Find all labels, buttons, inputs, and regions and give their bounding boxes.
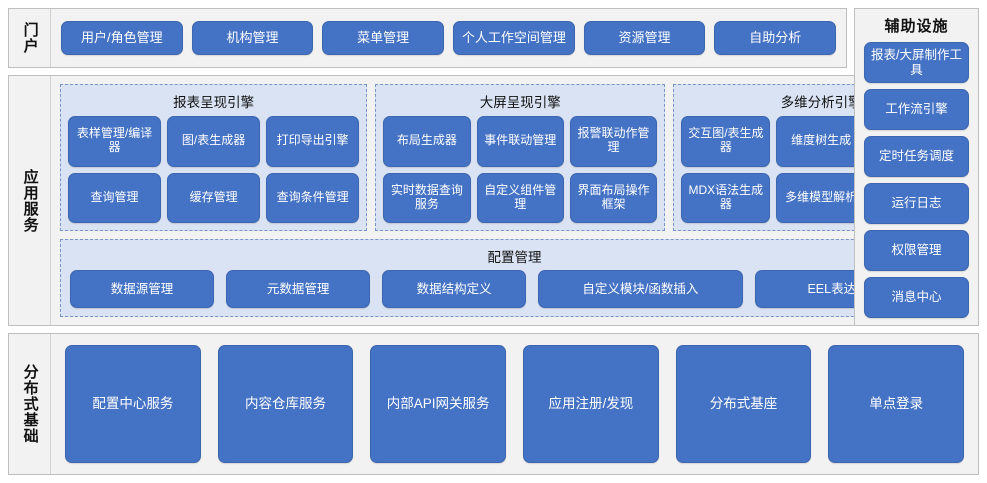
engine-item-interactive-chart-table-generator[interactable]: 交互图/表生成器 [681, 116, 771, 167]
portal-item-org-management[interactable]: 机构管理 [191, 21, 314, 55]
portal-item-menu-management[interactable]: 菜单管理 [322, 21, 445, 55]
application-services-content: 报表呈现引擎 表样管理/编译器 图/表生成器 打印导出引擎 查询管理 缓存管理 … [51, 76, 978, 325]
config-item-datasource-management[interactable]: 数据源管理 [70, 270, 215, 308]
distributed-infrastructure-section: 分布式基础 配置中心服务 内容仓库服务 内部API网关服务 应用注册/发现 分布… [8, 333, 979, 475]
engine-item-event-linkage-management[interactable]: 事件联动管理 [476, 116, 564, 167]
portal-section: 门户 用户/角色管理 机构管理 菜单管理 个人工作空间管理 资源管理 自助分析 [8, 8, 847, 68]
infra-item-config-center-service[interactable]: 配置中心服务 [65, 345, 201, 463]
engine-item-layout-generator[interactable]: 布局生成器 [383, 116, 471, 167]
engine-item-ui-layout-operation-framework[interactable]: 界面布局操作框架 [569, 172, 658, 223]
engine-items-bigscreen-rendering: 布局生成器 事件联动管理 报警联动作管理 实时数据查询服务 自定义组件管理 界面… [383, 116, 658, 223]
config-management-panel: 配置管理 数据源管理 元数据管理 数据结构定义 自定义模块/函数插入 EEL表达… [60, 239, 969, 317]
infra-item-single-sign-on[interactable]: 单点登录 [828, 345, 965, 463]
engine-title-bigscreen-rendering: 大屏呈现引擎 [479, 95, 561, 110]
engine-item-print-export-engine[interactable]: 打印导出引擎 [266, 116, 360, 167]
auxiliary-facilities-items: 报表/大屏制作工具 工作流引擎 定时任务调度 运行日志 权限管理 消息中心 [864, 42, 969, 318]
engine-item-dimension-tree-generation[interactable]: 维度树生成 [776, 116, 866, 167]
infra-item-app-registration-discovery[interactable]: 应用注册/发现 [523, 345, 659, 463]
engine-item-multidim-model-parsing[interactable]: 多维模型解析 [776, 172, 866, 223]
engine-item-mdx-syntax-generator[interactable]: MDX语法生成器 [681, 172, 771, 223]
infra-item-distributed-base[interactable]: 分布式基座 [675, 345, 812, 463]
infra-item-internal-api-gateway-service[interactable]: 内部API网关服务 [370, 345, 507, 463]
aux-item-runtime-log[interactable]: 运行日志 [864, 183, 969, 224]
config-management-title: 配置管理 [487, 250, 542, 265]
engine-panel-bigscreen-rendering: 大屏呈现引擎 布局生成器 事件联动管理 报警联动作管理 实时数据查询服务 自定义… [375, 84, 666, 231]
config-item-metadata-management[interactable]: 元数据管理 [226, 270, 371, 308]
application-row: 应用服务 报表呈现引擎 表样管理/编译器 图/表生成器 打印导出引擎 查询管理 … [8, 8, 979, 326]
engine-item-custom-component-management[interactable]: 自定义组件管理 [476, 172, 564, 223]
auxiliary-facilities-section: 辅助设施 报表/大屏制作工具 工作流引擎 定时任务调度 运行日志 权限管理 消息… [854, 8, 979, 326]
aux-item-message-center[interactable]: 消息中心 [864, 277, 969, 318]
engine-item-realtime-data-query-service[interactable]: 实时数据查询服务 [383, 172, 471, 223]
portal-item-personal-workspace-management[interactable]: 个人工作空间管理 [453, 21, 575, 55]
config-item-custom-module-function-insert[interactable]: 自定义模块/函数插入 [538, 270, 743, 308]
aux-item-permission-management[interactable]: 权限管理 [864, 230, 969, 271]
engine-title-report-rendering: 报表呈现引擎 [173, 95, 255, 110]
portal-item-list: 用户/角色管理 机构管理 菜单管理 个人工作空间管理 资源管理 自助分析 [51, 9, 846, 67]
config-management-items: 数据源管理 元数据管理 数据结构定义 自定义模块/函数插入 EEL表达式解析器 [70, 270, 959, 308]
portal-item-self-service-analysis[interactable]: 自助分析 [714, 21, 837, 55]
engine-title-multidim-analysis: 多维分析引擎 [780, 95, 862, 110]
distributed-infrastructure-label: 分布式基础 [9, 334, 51, 474]
engine-panel-row: 报表呈现引擎 表样管理/编译器 图/表生成器 打印导出引擎 查询管理 缓存管理 … [60, 84, 969, 231]
portal-row: 门户 用户/角色管理 机构管理 菜单管理 个人工作空间管理 资源管理 自助分析 [8, 8, 979, 68]
portal-item-user-role-management[interactable]: 用户/角色管理 [61, 21, 183, 55]
application-services-section: 应用服务 报表呈现引擎 表样管理/编译器 图/表生成器 打印导出引擎 查询管理 … [8, 75, 979, 326]
distributed-infrastructure-items: 配置中心服务 内容仓库服务 内部API网关服务 应用注册/发现 分布式基座 单点… [51, 334, 978, 474]
engine-items-report-rendering: 表样管理/编译器 图/表生成器 打印导出引擎 查询管理 缓存管理 查询条件管理 [68, 116, 360, 223]
application-services-label: 应用服务 [9, 76, 51, 325]
engine-item-chart-table-generator[interactable]: 图/表生成器 [167, 116, 261, 167]
engine-item-cache-management[interactable]: 缓存管理 [167, 172, 261, 223]
portal-item-resource-management[interactable]: 资源管理 [583, 21, 706, 55]
engine-item-query-condition-management[interactable]: 查询条件管理 [266, 172, 360, 223]
infra-item-content-repository-service[interactable]: 内容仓库服务 [217, 345, 354, 463]
aux-item-workflow-engine[interactable]: 工作流引擎 [864, 89, 969, 130]
portal-section-label: 门户 [9, 9, 51, 67]
engine-item-alarm-linkage-action-management[interactable]: 报警联动作管理 [569, 116, 658, 167]
config-item-data-structure-definition[interactable]: 数据结构定义 [382, 270, 527, 308]
engine-item-query-management[interactable]: 查询管理 [68, 172, 162, 223]
aux-item-report-bigscreen-authoring-tool[interactable]: 报表/大屏制作工具 [864, 42, 969, 83]
engine-panel-report-rendering: 报表呈现引擎 表样管理/编译器 图/表生成器 打印导出引擎 查询管理 缓存管理 … [60, 84, 368, 231]
engine-item-template-management-compiler[interactable]: 表样管理/编译器 [68, 116, 162, 167]
aux-item-scheduled-task-scheduler[interactable]: 定时任务调度 [864, 136, 969, 177]
auxiliary-facilities-title: 辅助设施 [884, 18, 949, 35]
